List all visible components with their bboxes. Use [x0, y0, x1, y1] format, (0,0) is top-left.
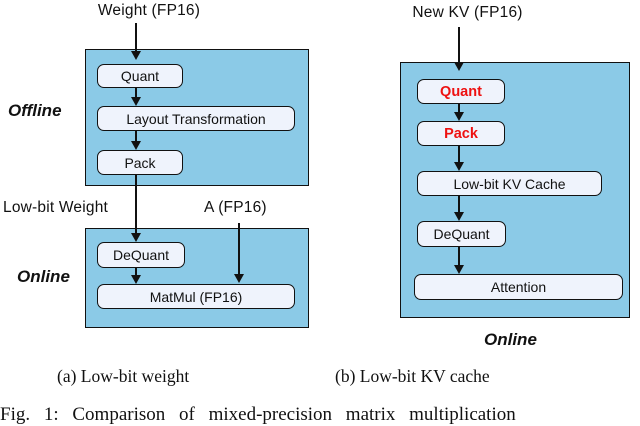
arrow-down-icon: [453, 247, 464, 274]
arrow-down-icon: [453, 196, 464, 221]
node-layout-transformation: Layout Transformation: [97, 106, 295, 131]
node-low-bit-kv-cache: Low-bit KV Cache: [417, 171, 602, 196]
node-attention: Attention: [414, 274, 623, 300]
arrow-down-icon: [130, 175, 141, 242]
node-pack-kv: Pack: [417, 121, 505, 146]
figure-canvas: { "figure": { "panel_a": { "input_label"…: [0, 2, 630, 425]
arrow-down-icon: [453, 104, 464, 121]
caption-panel-a: (a) Low-bit weight: [57, 366, 190, 386]
offline-stage-label: Offline: [8, 101, 62, 120]
node-quant: Quant: [97, 64, 183, 88]
online-stage-label-b: Online: [484, 330, 537, 349]
node-matmul: MatMul (FP16): [97, 284, 295, 309]
edge-label-low-bit-weight: Low-bit Weight: [3, 199, 109, 216]
figure-caption: Fig. 1: Comparison of mixed-precision ma…: [0, 404, 516, 425]
arrow-down-icon: [453, 27, 464, 71]
edge-label-activation: A (FP16): [204, 199, 267, 216]
arrow-down-icon: [130, 131, 141, 150]
input-label-new-kv: New KV (FP16): [412, 4, 523, 21]
caption-panel-b: (b) Low-bit KV cache: [335, 366, 490, 386]
arrow-down-icon: [233, 223, 244, 283]
node-dequant-a: DeQuant: [97, 242, 185, 268]
input-label-weight: Weight (FP16): [97, 2, 201, 19]
arrow-down-icon: [130, 23, 141, 60]
node-quant-kv: Quant: [417, 79, 505, 104]
arrow-down-icon: [130, 268, 141, 284]
arrow-down-icon: [453, 146, 464, 171]
node-pack: Pack: [97, 150, 183, 175]
node-dequant-kv: DeQuant: [417, 221, 506, 247]
arrow-down-icon: [130, 88, 141, 106]
online-stage-label-a: Online: [17, 267, 70, 286]
